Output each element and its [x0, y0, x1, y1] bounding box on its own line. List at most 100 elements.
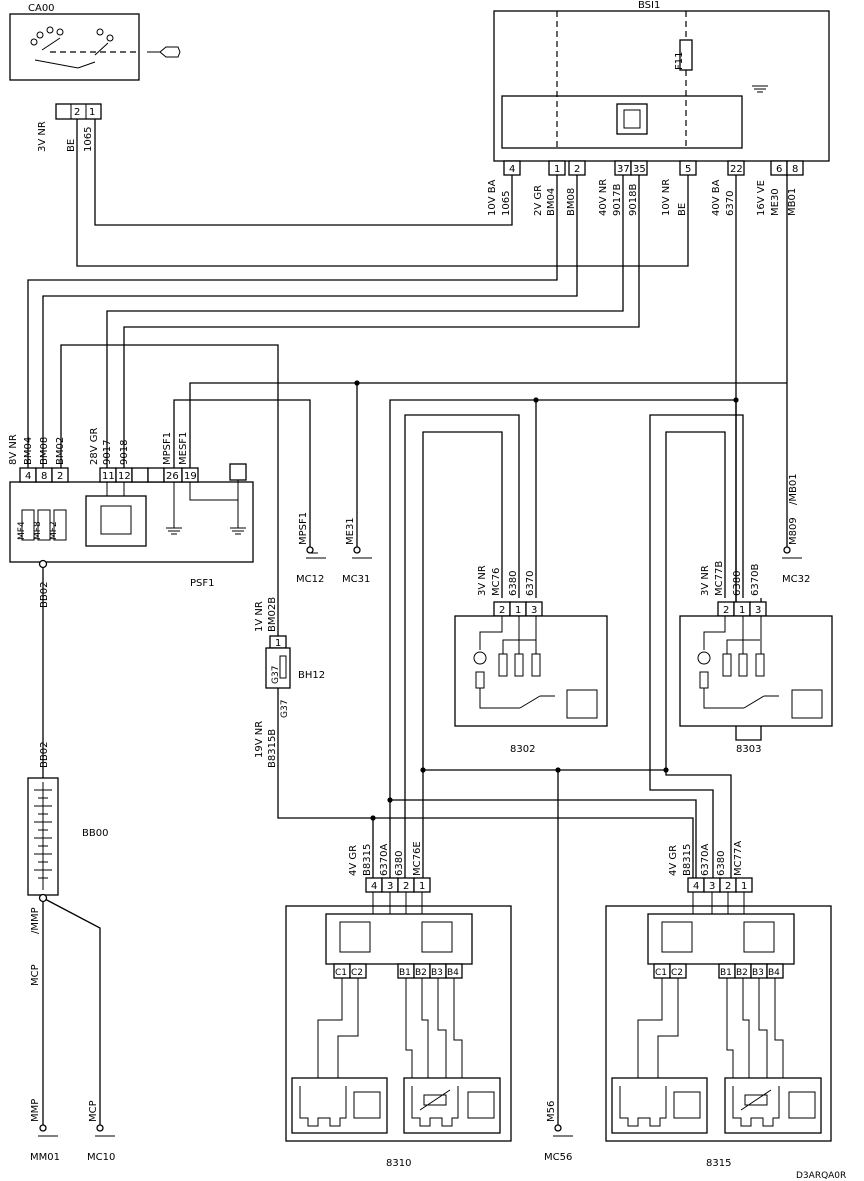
bb00-battery: BB02 BB00 /MMP MCP: [27, 742, 108, 986]
bsi1-fuse-label: F11: [674, 52, 685, 70]
bb00-mcp-ref: MCP: [30, 964, 41, 986]
psf1-fuse-mf4: MF4: [17, 521, 27, 540]
seat-module-8310: 4V GR B8315 6370A 6380 MC76E 4 3 2 1 C1 …: [285, 841, 512, 1169]
c8310-pin-3: 3: [387, 881, 393, 892]
c8315-pin-1: 1: [741, 881, 747, 892]
c8315-pin-b2: B2: [736, 968, 748, 978]
c8303-pin-3: 3: [755, 605, 761, 616]
psf1-pin-11: 11: [102, 471, 115, 482]
ground-mc32: /MB01 M809 MC32: [782, 473, 810, 585]
ground-mc10: MCP MC10: [87, 1100, 115, 1163]
mm01-wire: MMP: [30, 1099, 41, 1122]
c8302-pin-3: 3: [531, 605, 537, 616]
c8303-wire-mc77b: MC77B: [714, 561, 725, 596]
psf1-ground-right: [230, 527, 246, 535]
psf1-bb02-label: BB02: [39, 582, 50, 608]
c8315-connector: 4V GR: [668, 845, 679, 876]
ground-mc56: M56 MC56: [544, 1101, 573, 1163]
psf1-connector-28v-gr: 28V GR: [89, 428, 100, 465]
c8303-pin-1: 1: [739, 605, 745, 616]
bsi1-wire-bm04: BM04: [546, 188, 557, 216]
c8310-pin-c1: C1: [335, 968, 347, 978]
psf1-wire-9017: 9017: [102, 440, 113, 465]
psf1-label: PSF1: [190, 578, 215, 589]
ground-mm01: MMP MM01: [30, 1099, 60, 1163]
ca00-label: CA00: [28, 3, 55, 14]
ground-mc31: ME31 MC31: [342, 517, 372, 585]
bh12-component: 1V NR BM02B 1 G37 G37 BH12 19V NR B8315B: [254, 597, 325, 768]
bsi1-unit: BSI1 F11 4 1 2 37 35 5 22 6 8 10V B: [487, 0, 830, 216]
bsi1-wire-mb01: MB01: [787, 188, 798, 216]
bsi1-connector-40v-nr: 40V NR: [598, 179, 609, 216]
mc32-label: MC32: [782, 574, 810, 585]
c8310-wire-6380: 6380: [394, 851, 405, 876]
ca00-wire-1065: 1065: [83, 127, 94, 152]
switch-8302: 3V NR MC76 6380 6370 2 1 3 8302: [454, 565, 608, 755]
bsi1-ground-symbol: [752, 85, 768, 93]
c8302-wire-mc76: MC76: [491, 568, 502, 596]
bh12-pin-1: 1: [275, 638, 281, 649]
c8310-pin-b2: B2: [415, 968, 427, 978]
bsi1-wire-be: BE: [677, 203, 688, 216]
mb01-reference: /MB01: [788, 473, 799, 505]
c8302-pin-2: 2: [499, 605, 505, 616]
bsi1-pin-4: 4: [509, 164, 515, 175]
psf1-pin-8: 8: [41, 471, 47, 482]
c8302-wire-6380: 6380: [508, 571, 519, 596]
c8315-wire-6380: 6380: [716, 851, 727, 876]
diagram-reference: D3ARQA0R: [796, 1171, 846, 1181]
bsi1-pin-8: 8: [792, 164, 798, 175]
c8303-pin-2: 2: [723, 605, 729, 616]
c8315-wire-6370a: 6370A: [700, 844, 711, 876]
c8310-wire-b8315: B8315: [362, 844, 373, 876]
psf1-pin-4: 4: [25, 471, 31, 482]
c8310-wire-6370a: 6370A: [379, 844, 390, 876]
mc31-wire: ME31: [345, 517, 356, 545]
mc10-label: MC10: [87, 1152, 115, 1163]
psf1-unit: PSF1 4 8 2 11 12 26 19 8V NR BM04 BM08 B…: [8, 428, 254, 608]
bsi1-pin-6: 6: [776, 164, 782, 175]
c8315-pin-3: 3: [709, 881, 715, 892]
c8303-wire-6380: 6380: [732, 571, 743, 596]
ca00-pin-2: 2: [74, 107, 80, 118]
bsi1-connector-10v-ba: 10V BA: [487, 179, 498, 216]
switch-8303: 3V NR MC77B 6380 6370B 2 1 3 8303: [679, 561, 833, 755]
bsi1-wire-me30: ME30: [770, 188, 781, 216]
bsi1-pin-1: 1: [554, 164, 560, 175]
c8315-pin-b4: B4: [768, 968, 780, 978]
psf1-fuse-mf2: MF2: [49, 521, 59, 540]
c8310-pin-b1: B1: [399, 968, 411, 978]
bsi1-connector-16v-ve: 16V VE: [756, 180, 767, 216]
bb00-bb02-label: BB02: [39, 742, 50, 768]
bsi1-wire-6370: 6370: [725, 191, 736, 216]
mm01-label: MM01: [30, 1152, 60, 1163]
c8310-label: 8310: [386, 1158, 411, 1169]
c8302-wire-6370: 6370: [525, 571, 536, 596]
psf1-wire-bm02: BM02: [55, 437, 66, 465]
ca00-wire-be: BE: [66, 139, 77, 152]
c8315-pin-b3: B3: [752, 968, 764, 978]
c8315-pin-2: 2: [725, 881, 731, 892]
bh12-wire-bm02b: BM02B: [267, 597, 278, 632]
psf1-wire-mesf1: MESF1: [178, 432, 189, 465]
c8310-pin-1: 1: [419, 881, 425, 892]
ca00-ignition-switch: CA00 2 1 3V NR BE 1065: [9, 3, 181, 152]
psf1-fuse-mf8: MF8: [33, 521, 43, 540]
bh12-connector-1v-nr: 1V NR: [254, 601, 265, 632]
c8302-connector: 3V NR: [477, 565, 488, 596]
c8310-pin-b4: B4: [447, 968, 459, 978]
mc56-wire: M56: [546, 1101, 557, 1122]
c8315-pin-c1: C1: [655, 968, 667, 978]
c8315-label: 8315: [706, 1158, 731, 1169]
bh12-g37-lower: G37: [280, 700, 290, 718]
mc31-label: MC31: [342, 574, 370, 585]
bsi1-connector-40v-ba: 40V BA: [711, 179, 722, 216]
c8310-pin-b3: B3: [431, 968, 443, 978]
bh12-wire-b8315b: B8315B: [267, 729, 278, 768]
mc10-wire: MCP: [88, 1100, 99, 1122]
mc12-wire: MPSF1: [298, 512, 309, 545]
bsi1-pin-37: 37: [617, 164, 630, 175]
c8310-connector: 4V GR: [348, 845, 359, 876]
bh12-label: BH12: [298, 670, 325, 681]
bh12-g37-upper: G37: [271, 666, 281, 684]
